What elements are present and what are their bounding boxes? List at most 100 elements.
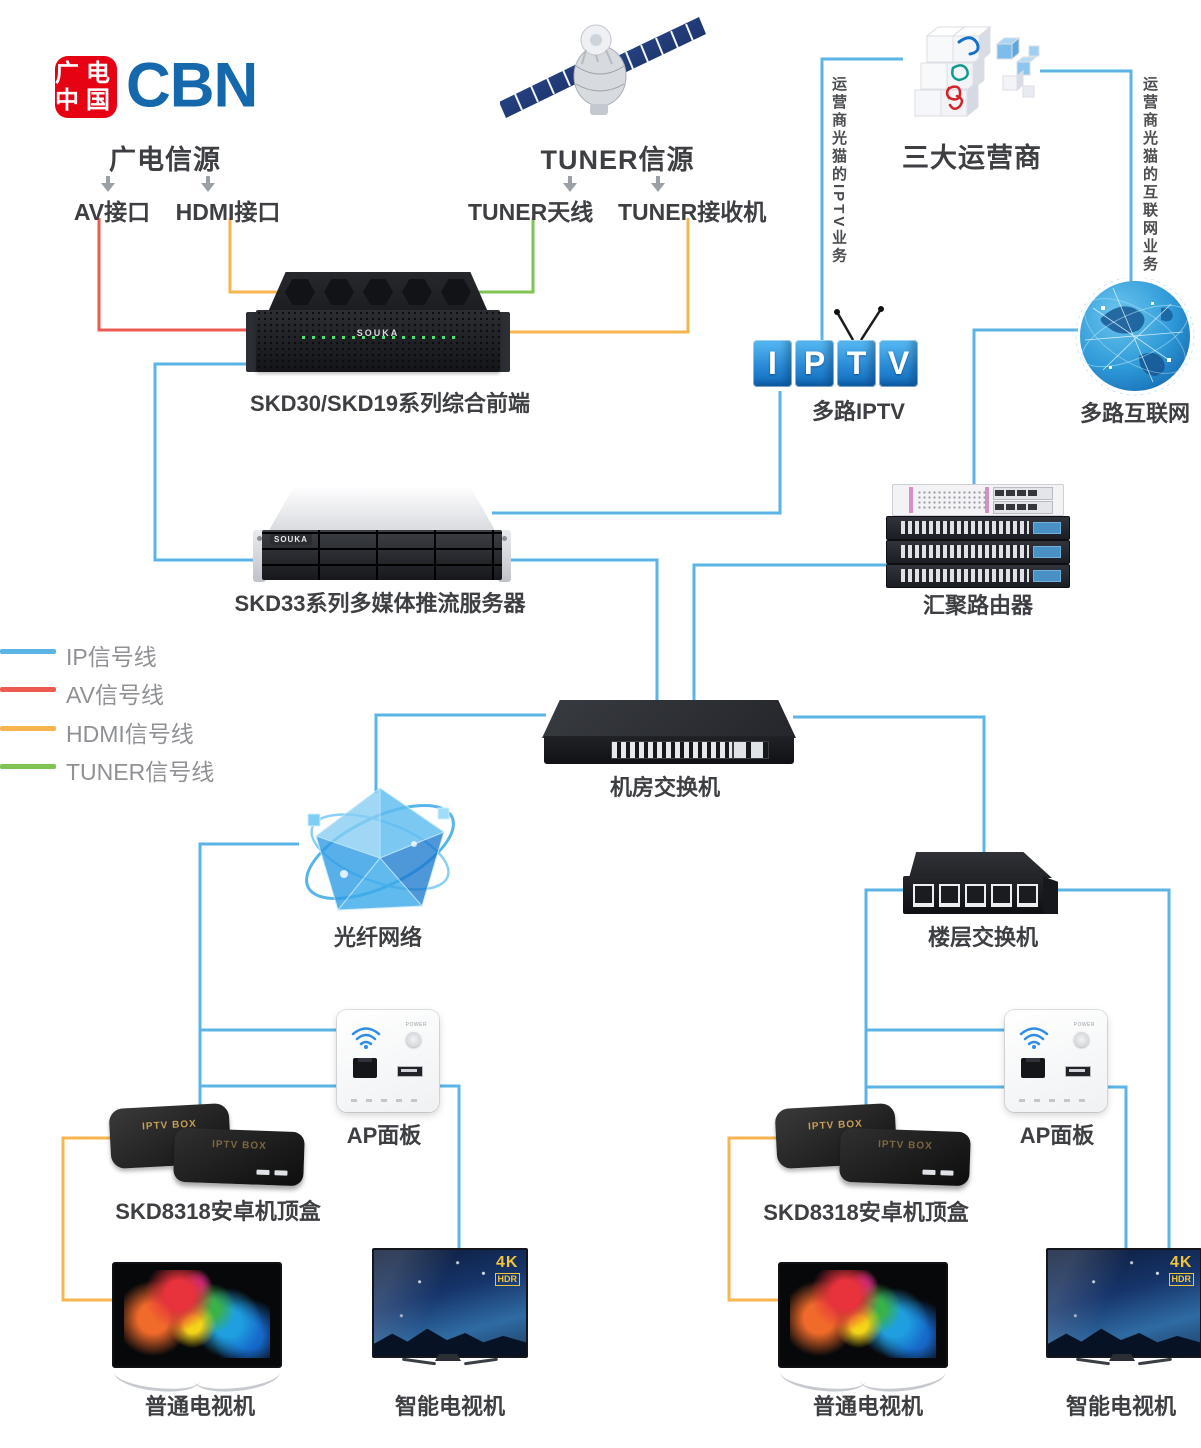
- fiber-network-icon: [305, 787, 455, 912]
- ethernet-port: [991, 883, 1012, 907]
- ethernet-ports: [612, 742, 732, 758]
- power-button: [1074, 1032, 1089, 1047]
- legend-swatch-tuner: [0, 764, 56, 769]
- logo-char: 电国: [86, 60, 110, 114]
- tuner-receiver-label: TUNER接收机: [618, 199, 767, 225]
- device-top-vents: [268, 272, 488, 312]
- server-top: [268, 488, 496, 532]
- legend-swatch-ip: [0, 649, 56, 654]
- satellite-icon: [500, 17, 706, 118]
- lan-port: [353, 1058, 377, 1078]
- usb-port: [397, 1066, 423, 1077]
- usb-port: [1065, 1066, 1091, 1077]
- tv-antenna-icon: [834, 306, 884, 340]
- iptv-letter-block: I: [753, 340, 792, 387]
- tv-smart-right: 4K HDR: [1046, 1248, 1201, 1394]
- iptv-node-label: 多路IPTV: [812, 399, 905, 424]
- internet-globe-icon: [1075, 278, 1195, 396]
- cbn-wordmark: CBN: [126, 50, 258, 121]
- power-button: [406, 1032, 421, 1047]
- device-front-panel: SOUKA: [256, 310, 500, 372]
- ethernet-port: [965, 883, 986, 907]
- tv-basic-left-label: 普通电视机: [144, 1394, 255, 1419]
- streaming-server-device: SOUKA: [253, 488, 511, 586]
- souka-brand-text: SOUKA: [270, 534, 312, 545]
- switch-unit: [886, 540, 1070, 564]
- operator-cubes-icon: [914, 25, 1040, 118]
- aggregation-router-device: [886, 484, 1070, 588]
- ap-panel-left-label: AP面板: [346, 1123, 422, 1148]
- 4k-hdr-badge: 4K HDR: [1168, 1254, 1194, 1286]
- ap-panel-left: POWER: [337, 1010, 439, 1112]
- power-label: POWER: [405, 1022, 427, 1028]
- tv-screen: [778, 1262, 948, 1368]
- router-unit: [892, 484, 1064, 516]
- legend-swatch-av: [0, 687, 56, 692]
- legend-hdmi-label: HDMI信号线: [66, 721, 194, 747]
- frontend-label: SKD30/SKD19系列综合前端: [250, 391, 530, 416]
- av-port-label: AV接口: [73, 199, 151, 225]
- souka-brand-text: SOUKA: [356, 328, 400, 338]
- operators-title: 三大运营商: [902, 143, 1042, 173]
- floor-switch-label: 楼层交换机: [927, 925, 1038, 950]
- ap-panel-right: POWER: [1005, 1010, 1107, 1112]
- ap-panel-right-label: AP面板: [1019, 1123, 1095, 1148]
- china-mobile-logo: [951, 64, 969, 82]
- tv-smart-right-label: 智能电视机: [1065, 1394, 1176, 1419]
- ethernet-port: [913, 883, 934, 907]
- cbn-logo-icon: 广中 电国: [55, 56, 117, 118]
- status-leds: [302, 336, 462, 339]
- tv-basic-right: [778, 1262, 948, 1402]
- power-label: POWER: [1073, 1022, 1095, 1028]
- switch-unit: [886, 516, 1070, 540]
- internet-service-line-label: 运营商光猫的互联网业务: [1141, 76, 1158, 274]
- tv-screen: 4K HDR: [1046, 1248, 1201, 1358]
- stb-box: IPTV BOX: [839, 1127, 971, 1187]
- broadcast-source-title: 广电信源: [109, 145, 221, 175]
- legend-av-label: AV信号线: [66, 682, 164, 708]
- switch-front: [903, 876, 1043, 914]
- fiber-label: 光纤网络: [333, 925, 422, 950]
- wifi-icon: [351, 1027, 381, 1049]
- iptv-letter-block: P: [795, 340, 834, 387]
- stb-right-label: SKD8318安卓机顶盒: [763, 1200, 969, 1225]
- switch-unit: [886, 564, 1070, 588]
- stb-left: IPTV BOX IPTV BOX: [108, 1102, 310, 1190]
- switch-front: [544, 736, 794, 764]
- tuner-antenna-label: TUNER天线: [468, 199, 594, 225]
- logo-char: 广中: [55, 60, 79, 114]
- iptv-logo: I P T V: [753, 304, 925, 394]
- legend-tuner-label: TUNER信号线: [66, 759, 215, 785]
- core-switch-label: 机房交换机: [609, 775, 720, 800]
- tv-basic-right-label: 普通电视机: [812, 1394, 923, 1419]
- iptv-service-line-label: 运营商光猫的IPTV业务: [830, 76, 847, 266]
- router-label: 汇聚路由器: [922, 593, 1033, 618]
- iptv-letter-block: V: [879, 340, 918, 387]
- tv-screen: 4K HDR: [372, 1248, 528, 1358]
- stb-left-label: SKD8318安卓机顶盒: [115, 1199, 321, 1224]
- uplink-ports: [734, 742, 768, 758]
- server-label: SKD33系列多媒体推流服务器: [234, 591, 526, 616]
- tv-smart-left-label: 智能电视机: [394, 1394, 505, 1419]
- ethernet-port: [1017, 883, 1038, 907]
- china-unicom-logo: [945, 85, 964, 110]
- iptv-box-text: IPTV BOX: [877, 1139, 933, 1152]
- iptv-letter-block: T: [837, 340, 876, 387]
- ethernet-port: [939, 883, 960, 907]
- internet-node-label: 多路互联网: [1079, 401, 1190, 426]
- core-switch-device: [542, 700, 796, 768]
- tv-smart-left: 4K HDR: [372, 1248, 528, 1394]
- lan-port: [1021, 1058, 1045, 1078]
- av-lines: [97, 218, 270, 332]
- tv-basic-left: [112, 1262, 282, 1402]
- frontend-device: SOUKA: [246, 272, 510, 382]
- iptv-box-text: IPTV BOX: [211, 1139, 267, 1152]
- 4k-hdr-badge: 4K HDR: [494, 1254, 520, 1286]
- legend-ip-label: IP信号线: [66, 644, 157, 670]
- tv-screen: [112, 1262, 282, 1368]
- hdmi-port-label: HDMI接口: [175, 199, 281, 225]
- china-telecom-logo: [957, 36, 980, 56]
- legend-swatch-hdmi: [0, 726, 56, 731]
- floor-switch-device: [903, 852, 1058, 918]
